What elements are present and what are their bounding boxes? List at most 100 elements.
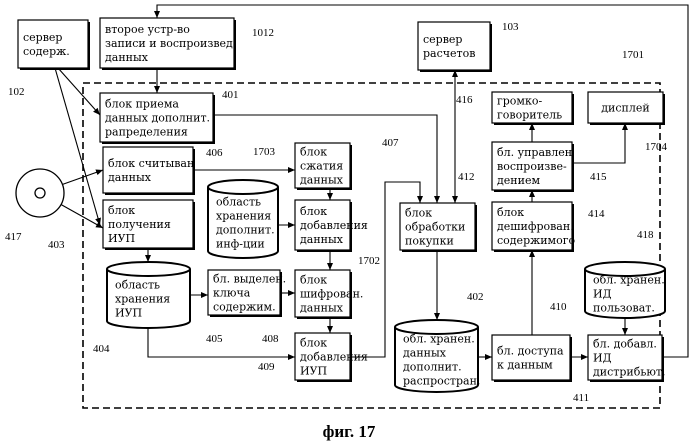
block-text-line: содержим. bbox=[213, 301, 276, 314]
ref-label-416: 416 bbox=[456, 94, 473, 106]
block-text-line: хранения bbox=[216, 210, 271, 223]
block-text-line: блок bbox=[108, 204, 135, 217]
block-text-line: добавления bbox=[300, 219, 368, 232]
block-text-line: громко- bbox=[497, 95, 542, 108]
display: дисплей 1704 bbox=[588, 92, 668, 153]
ref-label-1012: 1012 bbox=[252, 27, 274, 39]
block-text-line: данных bbox=[300, 174, 344, 187]
ref-label-403: 403 bbox=[48, 239, 65, 251]
read-block: блок считыванданных 406 bbox=[103, 147, 223, 195]
ref-label-404: 404 bbox=[93, 343, 110, 355]
block-text-line: данных дополнит. bbox=[105, 112, 210, 125]
block-text-line: дистрибьют. bbox=[593, 366, 666, 379]
block-text-line: ключа bbox=[213, 287, 251, 300]
extra-info-storage-cylinder: областьхранениядополнит.инф-ции 1703 bbox=[208, 146, 278, 258]
ref-label-1704: 1704 bbox=[645, 141, 668, 153]
ref-label-408: 408 bbox=[262, 333, 279, 345]
ref-label-418: 418 bbox=[637, 229, 654, 241]
get-iup-block: блокполученияИУП 403 bbox=[48, 200, 195, 251]
connector-arrow bbox=[572, 123, 625, 163]
block-text-line: сервер bbox=[23, 31, 62, 44]
block-text-line: дисплей bbox=[601, 102, 649, 115]
block-text-line: блок bbox=[300, 337, 327, 350]
distribution-storage-cylinder: обл. хранен.данныхдополнит.распростран.4… bbox=[395, 291, 484, 392]
block-text-line: обработки bbox=[405, 221, 465, 234]
block-text-line: область bbox=[216, 196, 261, 209]
block-text-line: получения bbox=[108, 218, 171, 231]
compress-block: блоксжатияданных407 bbox=[295, 137, 399, 190]
iup-storage-cylinder: областьхраненияИУП 404 bbox=[93, 262, 190, 355]
block-text-line: сервер bbox=[423, 33, 462, 46]
block-text-line: инф-ции bbox=[216, 238, 265, 251]
block-text-line: ИУП bbox=[300, 365, 327, 378]
ref-label-407: 407 bbox=[382, 137, 399, 149]
block-text-line: бл. выделен. bbox=[213, 273, 286, 286]
block-text-line: бл. доступа bbox=[497, 345, 564, 358]
block-text-line: шифрован. bbox=[300, 288, 363, 301]
ref-label-414: 414 bbox=[588, 208, 605, 220]
ref-label-409: 409 bbox=[258, 361, 275, 373]
block-text-line: блок bbox=[300, 274, 327, 287]
decrypt-block: блокдешифрован.содержимого414 bbox=[492, 202, 605, 252]
block-text-line: блок приема bbox=[105, 98, 179, 111]
block-text-line: второе устр-во bbox=[105, 23, 190, 36]
block-text-line: данных bbox=[300, 302, 344, 315]
ref-label-412: 412 bbox=[458, 171, 475, 183]
block-text-line: распростран. bbox=[403, 375, 480, 388]
ref-label-415: 415 bbox=[590, 171, 607, 183]
block-text-line: блок bbox=[405, 207, 432, 220]
block-text-line: дополнит. bbox=[216, 224, 275, 237]
ref-label-1701: 1701 bbox=[622, 49, 644, 61]
ref-label-1703: 1703 bbox=[253, 146, 276, 158]
block-text-line: покупки bbox=[405, 235, 454, 248]
add-data-block: блокдобавленияданных1702 bbox=[295, 200, 380, 267]
purchase-block: блокобработкипокупки 412 bbox=[400, 171, 477, 252]
block-text-line: расчетов bbox=[423, 47, 475, 60]
figure-caption: фиг. 17 bbox=[323, 422, 376, 441]
ref-label-102: 102 bbox=[8, 86, 25, 98]
ref-label-402: 402 bbox=[467, 291, 484, 303]
block-text-line: пользоват. bbox=[593, 302, 655, 315]
block-text-line: говоритель bbox=[497, 109, 562, 122]
block-text-line: данных bbox=[300, 233, 344, 246]
block-text-line: обл. хранен. bbox=[593, 274, 665, 287]
ref-label-406: 406 bbox=[206, 147, 223, 159]
user-id-storage-cylinder: обл. хранен.ИДпользоват.418 bbox=[585, 229, 665, 318]
block-text-line: обл. хранен. bbox=[403, 333, 475, 346]
optical-disc-icon: 417 bbox=[5, 169, 64, 243]
block-text-line: ИД bbox=[593, 352, 612, 365]
block-text-line: дением bbox=[497, 174, 540, 187]
block-text-line: данных bbox=[105, 51, 149, 64]
block-text-line: бл. добавл. bbox=[593, 338, 657, 351]
block-text-line: блок bbox=[497, 206, 524, 219]
second-device: второе устр-возаписи и воспроизведданных… bbox=[100, 18, 274, 70]
block-text-line: добавления bbox=[300, 351, 368, 364]
block-text-line: дополнит. bbox=[403, 361, 462, 374]
block-text-line: блок bbox=[300, 146, 327, 159]
block-text-line: содерж. bbox=[23, 45, 70, 58]
add-distributor-id: бл. добавл.ИДдистрибьют.411 bbox=[573, 335, 666, 404]
speaker: громко-говоритель 416 bbox=[456, 92, 574, 125]
block-text-line: воспроизве- bbox=[497, 160, 567, 173]
ref-label-405: 405 bbox=[206, 333, 223, 345]
block-text-line: бл. управлен bbox=[497, 146, 572, 159]
block-text-line: хранения bbox=[115, 293, 170, 306]
block-text-line: блок считыван bbox=[108, 157, 194, 170]
block-text-line: дешифрован. bbox=[497, 220, 574, 233]
ref-label-401: 401 bbox=[222, 89, 239, 101]
block-text-line: ИУП bbox=[108, 232, 135, 245]
ref-label-410: 410 bbox=[550, 301, 567, 313]
block-text-line: данных bbox=[108, 171, 152, 184]
billing-server: серверрасчетов103 bbox=[418, 21, 519, 72]
receive-block: блок приемаданных дополнит.рапределения4… bbox=[100, 89, 239, 144]
block-text-line: ИУП bbox=[115, 307, 142, 320]
block-text-line: область bbox=[115, 279, 160, 292]
ref-label-1702: 1702 bbox=[358, 255, 380, 267]
ref-label-417: 417 bbox=[5, 231, 22, 243]
connector-arrow bbox=[58, 68, 100, 115]
playback-control: бл. управленвоспроизве-дением 415 bbox=[492, 142, 607, 192]
content-server: серверсодерж. 102 bbox=[8, 20, 90, 98]
block-text-line: записи и воспроизвед bbox=[105, 37, 233, 50]
